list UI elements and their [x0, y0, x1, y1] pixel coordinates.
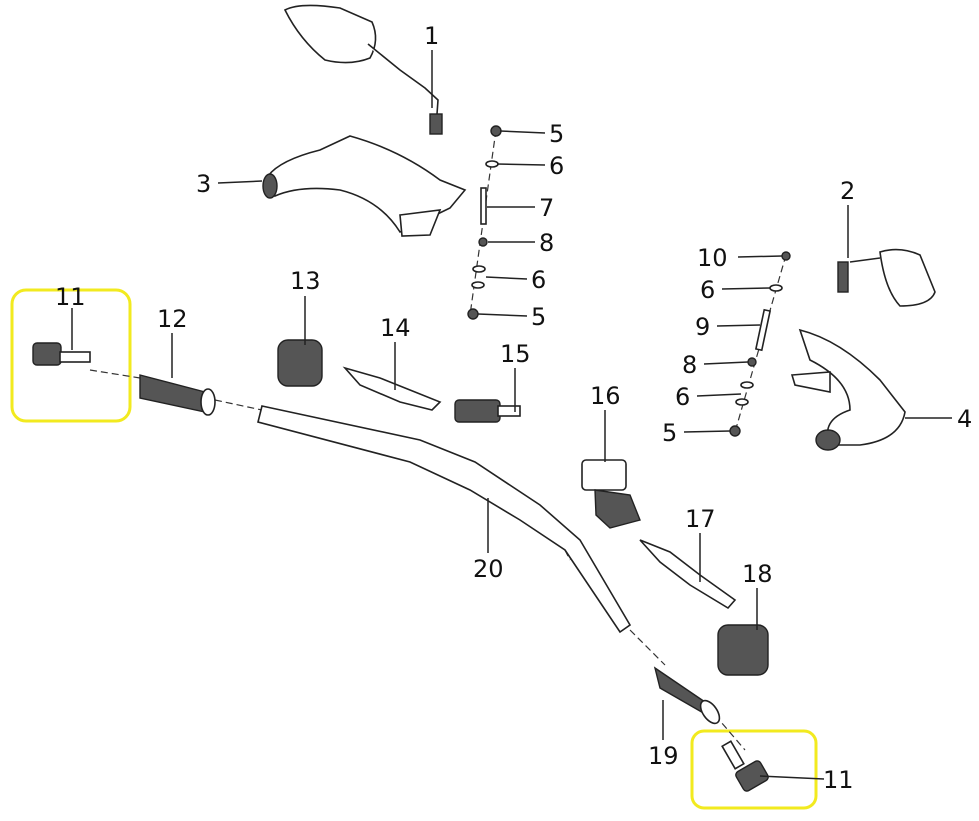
callout-6-upper-right: 6 [700, 276, 715, 304]
part-17-brake-lever [639, 539, 737, 610]
callout-5-upper-left: 5 [549, 120, 564, 148]
callout-6-lower-left: 6 [531, 266, 546, 294]
part-2-right-mirror [837, 248, 936, 307]
assembly-axis-lines [89, 369, 746, 751]
part-3-left-handguard [262, 135, 467, 237]
callout-1: 1 [424, 22, 439, 50]
part-19-throttle-grip [653, 666, 721, 725]
callout-2: 2 [840, 177, 855, 205]
callout-19: 19 [648, 742, 679, 770]
callout-12: 12 [157, 305, 188, 333]
callout-10: 10 [697, 244, 728, 272]
callout-3: 3 [196, 170, 211, 198]
callout-20: 20 [473, 555, 504, 583]
callout-11-left: 11 [55, 283, 86, 311]
callout-14: 14 [380, 314, 411, 342]
callout-9: 9 [695, 313, 710, 341]
callout-16: 16 [590, 382, 621, 410]
leader-lines [71, 50, 952, 780]
callout-15: 15 [500, 340, 531, 368]
part-18-right-switch [717, 624, 769, 676]
callout-7: 7 [539, 194, 554, 222]
part-12-left-grip [139, 374, 216, 416]
callout-6-lower-right: 6 [675, 383, 690, 411]
callout-18: 18 [742, 560, 773, 588]
callout-11-right: 11 [823, 766, 854, 794]
callout-13: 13 [290, 267, 321, 295]
part-16-brake-master-cylinder [581, 459, 641, 529]
mount-hardware-left [467, 125, 502, 320]
part-14-clutch-lever [342, 366, 442, 411]
part-15-clutch-perch [454, 399, 521, 423]
callout-5-lower-left: 5 [531, 303, 546, 331]
highlight-box-left-bar-end [10, 288, 132, 423]
mount-hardware-right [729, 251, 791, 437]
callout-4: 4 [957, 405, 972, 433]
part-11-right-bar-end [721, 740, 769, 792]
part-4-right-handguard [790, 328, 906, 451]
callout-8-left: 8 [539, 229, 554, 257]
part-20-handlebar [257, 405, 632, 634]
callout-8-right: 8 [682, 351, 697, 379]
part-13-left-switch [277, 339, 323, 387]
callout-17: 17 [685, 505, 716, 533]
part-1-left-mirror [283, 4, 443, 135]
callout-5-right: 5 [662, 419, 677, 447]
highlight-box-right-bar-end [690, 729, 818, 810]
part-11-left-bar-end [32, 342, 91, 366]
callout-6-upper-left: 6 [549, 152, 564, 180]
